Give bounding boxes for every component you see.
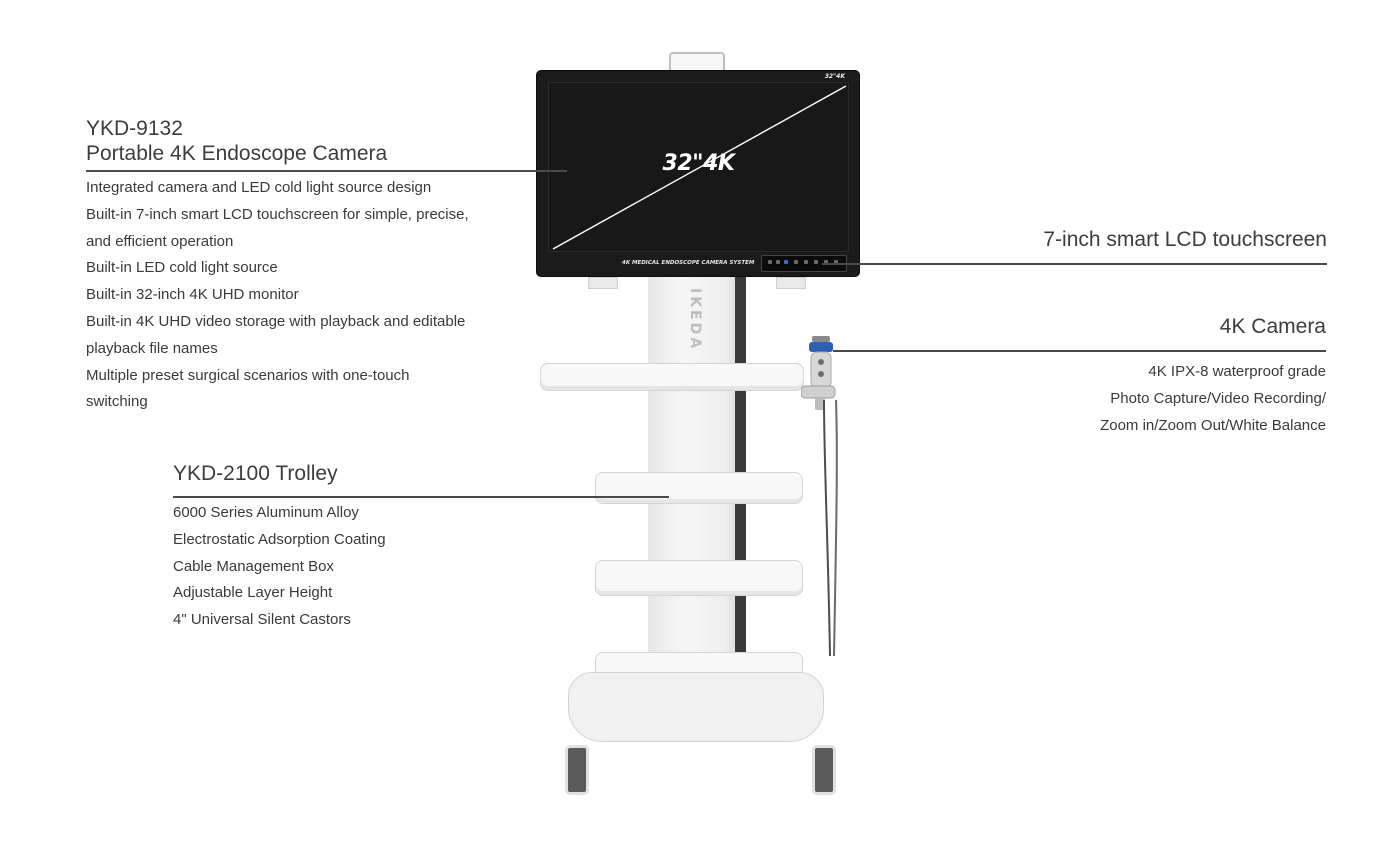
- camera-title: 4K Camera: [1219, 315, 1326, 338]
- feature-item: playback file names: [86, 339, 218, 357]
- screen-size-label: 32"4K: [662, 151, 735, 176]
- feature-item: Integrated camera and LED cold light sou…: [86, 179, 432, 196]
- screen-diagonal-line: [552, 85, 847, 250]
- monitor-corner-label: 32"4K: [824, 73, 845, 80]
- callout-line-lcd: [822, 263, 1327, 265]
- feature-item: Adjustable Layer Height: [173, 584, 333, 602]
- callout-line-trolley: [173, 496, 669, 498]
- feature-item: 4K IPX-8 waterproof grade: [1148, 363, 1326, 380]
- monitor-bracket-left: [588, 277, 618, 289]
- feature-item: Zoom in/Zoom Out/White Balance: [1100, 416, 1326, 434]
- feature-item: Electrostatic Adsorption Coating: [173, 530, 386, 548]
- monitor-screen: 32"4K: [548, 82, 849, 252]
- product-title: Portable 4K Endoscope Camera: [86, 142, 388, 165]
- trolley-shelf-2: [595, 472, 803, 504]
- feature-item: Built-in 32-inch 4K UHD monitor: [86, 286, 299, 304]
- lcd-touch-panel: [761, 255, 847, 272]
- feature-item: Cable Management Box: [173, 557, 334, 575]
- feature-item: Built-in 4K UHD video storage with playb…: [86, 312, 466, 330]
- castor-wheel-right: [812, 745, 836, 795]
- feature-item: switching: [86, 393, 148, 411]
- feature-item: Built-in LED cold light source: [86, 259, 278, 277]
- feature-item: and efficient operation: [86, 232, 234, 250]
- monitor-handle: [669, 52, 725, 72]
- trolley-shelf-top: [540, 363, 804, 391]
- trolley-title: YKD-2100 Trolley: [173, 462, 338, 485]
- monitor-32-inch: 32"4K 32"4K 4K MEDICAL ENDOSCOPE CAMERA …: [536, 70, 860, 277]
- camera-cable: [823, 400, 838, 657]
- feature-item: Photo Capture/Video Recording/: [1110, 389, 1326, 407]
- callout-line-camera: [833, 350, 1326, 352]
- feature-item: 4" Universal Silent Castors: [173, 611, 351, 629]
- trolley-base: [568, 672, 824, 742]
- monitor-bezel-label: 4K MEDICAL ENDOSCOPE CAMERA SYSTEM: [622, 260, 755, 266]
- castor-wheel-left: [565, 745, 589, 795]
- endoscope-feature-list: Integrated camera and LED cold light sou…: [86, 175, 469, 416]
- feature-item: Built-in 7-inch smart LCD touchscreen fo…: [86, 205, 469, 223]
- trolley-feature-list: 6000 Series Aluminum Alloy Electrostatic…: [173, 500, 386, 634]
- camera-feature-list: 4K IPX-8 waterproof grade Photo Capture/…: [1100, 359, 1326, 439]
- callout-line-endoscope: [86, 170, 567, 172]
- camera-head-illustration: [801, 336, 836, 410]
- feature-item: 6000 Series Aluminum Alloy: [173, 504, 359, 521]
- trolley-shelf-3: [595, 560, 803, 596]
- feature-item: Multiple preset surgical scenarios with …: [86, 366, 410, 384]
- lcd-title: 7-inch smart LCD touchscreen: [1043, 228, 1327, 251]
- trolley-column-stripe: [735, 277, 746, 655]
- brand-logo: IKEDA: [687, 288, 703, 352]
- model-number: YKD-9132: [86, 117, 183, 140]
- monitor-bracket-right: [776, 277, 806, 289]
